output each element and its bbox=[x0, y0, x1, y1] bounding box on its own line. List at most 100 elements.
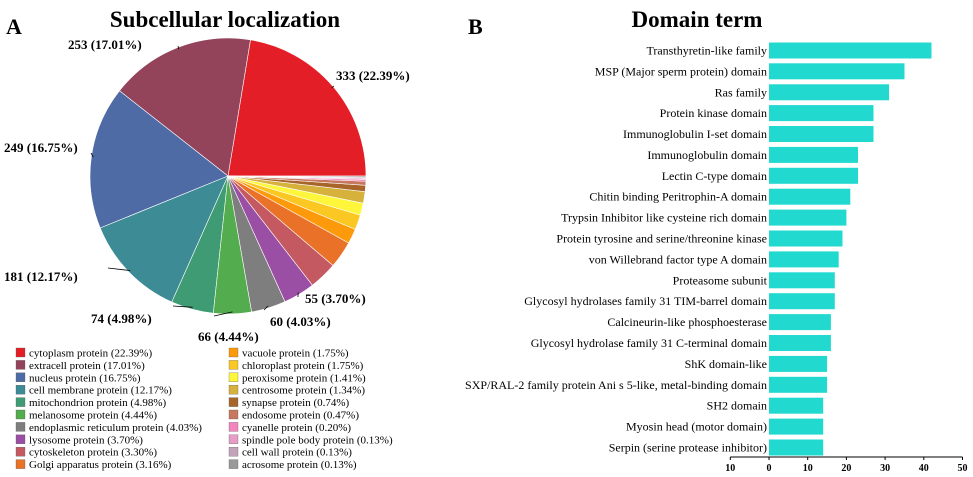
legend-entry-10: vacuole protein (1.75%) bbox=[242, 348, 349, 360]
pie-slice-2 bbox=[89, 90, 229, 229]
bar-label-14: Glycosyl hydrolase family 31 C-terminal … bbox=[531, 336, 767, 350]
bar-0 bbox=[769, 42, 932, 59]
bar-19 bbox=[769, 439, 824, 456]
bar-label-16: SXP/RAL-2 family protein Ani s 5-like, m… bbox=[465, 378, 767, 392]
legend-entry-0: cytoplasm protein (22.39%) bbox=[29, 348, 152, 360]
legend-entry-13: centrosome protein (1.34%) bbox=[242, 385, 365, 397]
legend-swatch-10 bbox=[228, 347, 239, 358]
pie-label-1: 253 (17.01%) bbox=[68, 37, 142, 52]
legend-entry-5: melanosome protein (4.44%) bbox=[29, 410, 157, 422]
bar-18 bbox=[769, 418, 824, 435]
legend-swatch-5 bbox=[15, 409, 26, 420]
pie-slice-19 bbox=[227, 175, 367, 178]
legend-entry-16: cyanelle protein (0.20%) bbox=[242, 422, 351, 434]
x-tick-label-1: 0 bbox=[767, 463, 772, 474]
pie-label-2: 249 (16.75%) bbox=[4, 140, 78, 155]
bar-label-13: Calcineurin-like phosphoesterase bbox=[607, 315, 767, 329]
panel-b-letter: B bbox=[468, 14, 483, 39]
bar-16 bbox=[769, 376, 828, 393]
bar-label-0: Transthyretin-like family bbox=[646, 44, 767, 58]
legend-swatch-19 bbox=[228, 459, 239, 469]
x-tick-label-6: 50 bbox=[958, 463, 968, 474]
legend-swatch-9 bbox=[15, 459, 26, 469]
pie-label-0: 333 (22.39%) bbox=[336, 68, 410, 83]
legend-entry-8: cytoskeleton protein (3.30%) bbox=[29, 447, 157, 459]
bar-9 bbox=[769, 230, 843, 247]
legend-entry-7: lysosome protein (3.70%) bbox=[29, 434, 143, 446]
x-tick-label-5: 40 bbox=[919, 463, 929, 474]
bar-12 bbox=[769, 293, 835, 310]
legend-swatch-0 bbox=[15, 347, 26, 358]
bar-7 bbox=[769, 188, 851, 205]
legend-swatch-7 bbox=[15, 434, 26, 444]
pie-labels: 333 (22.39%) 253 (17.01%) 249 (16.75%) 181 … bbox=[4, 37, 410, 344]
x-tick-label-3: 20 bbox=[841, 463, 851, 474]
pie-leader-6 bbox=[263, 305, 269, 311]
bar-label-1: MSP (Major sperm protein) domain bbox=[595, 64, 767, 78]
legend-swatch-15 bbox=[228, 409, 239, 420]
bar-label-2: Ras family bbox=[715, 85, 767, 99]
legend-swatch-6 bbox=[15, 422, 26, 432]
legend-swatch-18 bbox=[228, 447, 239, 457]
legend-entry-9: Golgi apparatus protein (3.16%) bbox=[29, 459, 172, 471]
legend-entry-3: cell membrane protein (12.17%) bbox=[29, 385, 172, 397]
panel-a-letter: A bbox=[6, 14, 22, 39]
legend-entry-12: peroxisome protein (1.41%) bbox=[242, 372, 366, 384]
legend-entry-19: acrosome protein (0.13%) bbox=[242, 459, 357, 471]
legend-swatch-11 bbox=[228, 360, 239, 370]
bar-13 bbox=[769, 314, 831, 331]
legend-swatch-8 bbox=[15, 447, 26, 457]
legend-entry-1: extracell protein (17.01%) bbox=[29, 360, 145, 372]
bar-label-6: Lectin C-type domain bbox=[662, 169, 767, 183]
bar-8 bbox=[769, 209, 847, 226]
bar-15 bbox=[769, 355, 828, 372]
legend-entry-6: endoplasmic reticulum protein (4.03%) bbox=[29, 422, 202, 434]
legend-swatch-16 bbox=[228, 422, 239, 432]
pie-legend: cytoplasm protein (22.39%)extracell prot… bbox=[15, 347, 393, 471]
legend-entry-11: chloroplast protein (1.75%) bbox=[242, 360, 364, 372]
bar-label-11: Proteasome subunit bbox=[673, 273, 768, 287]
pie-leader-3 bbox=[107, 267, 131, 271]
legend-swatch-14 bbox=[228, 397, 239, 407]
pie-label-4: 74 (4.98%) bbox=[91, 311, 152, 326]
legend-entry-18: cell wall protein (0.13%) bbox=[242, 447, 352, 459]
bar-1 bbox=[769, 63, 905, 80]
bar-label-15: ShK domain-like bbox=[685, 357, 767, 371]
bar-label-8: Trypsin Inhibitor like cysteine rich dom… bbox=[561, 211, 767, 225]
bar-label-18: Myosin head (motor domain) bbox=[626, 420, 767, 434]
bar-5 bbox=[769, 146, 858, 163]
bar-label-12: Glycosyl hydrolases family 31 TIM-barrel… bbox=[524, 294, 767, 308]
legend-entry-14: synapse protein (0.74%) bbox=[242, 397, 350, 409]
bar-label-9: Protein tyrosine and serine/threonine ki… bbox=[556, 232, 767, 246]
bar-title: Domain term bbox=[632, 7, 763, 32]
legend-swatch-3 bbox=[15, 385, 26, 395]
legend-swatch-12 bbox=[228, 372, 239, 382]
bar-label-17: SH2 domain bbox=[707, 399, 767, 413]
pie-label-5: 66 (4.44%) bbox=[198, 329, 259, 344]
bar-14 bbox=[769, 335, 831, 351]
bar-label-4: Immunoglobulin I-set domain bbox=[623, 127, 767, 141]
pie-label-6: 60 (4.03%) bbox=[270, 314, 331, 329]
pie-title: Subcellular localization bbox=[110, 7, 340, 32]
pie-leader-0 bbox=[331, 85, 335, 89]
bar-3 bbox=[769, 105, 874, 122]
legend-swatch-13 bbox=[228, 385, 239, 395]
bar-label-3: Protein kinase domain bbox=[660, 106, 767, 120]
x-tick-label-4: 30 bbox=[880, 463, 890, 474]
pie-leader-2 bbox=[90, 152, 94, 158]
bar-label-10: von Willebrand factor type A domain bbox=[589, 252, 767, 266]
bar-4 bbox=[769, 126, 874, 142]
pie-label-3: 181 (12.17%) bbox=[4, 269, 78, 284]
legend-swatch-4 bbox=[15, 397, 26, 407]
bar-6 bbox=[769, 167, 858, 184]
pie-leader-4 bbox=[172, 305, 193, 308]
legend-entry-17: spindle pole body protein (0.13%) bbox=[242, 434, 393, 446]
pie-label-7: 55 (3.70%) bbox=[305, 291, 366, 306]
pie-leader-1 bbox=[177, 45, 180, 50]
bar-10 bbox=[769, 251, 839, 268]
bar-17 bbox=[769, 397, 824, 414]
legend-swatch-1 bbox=[15, 360, 26, 370]
legend-entry-4: mitochondrion protein (4.98%) bbox=[29, 397, 167, 409]
